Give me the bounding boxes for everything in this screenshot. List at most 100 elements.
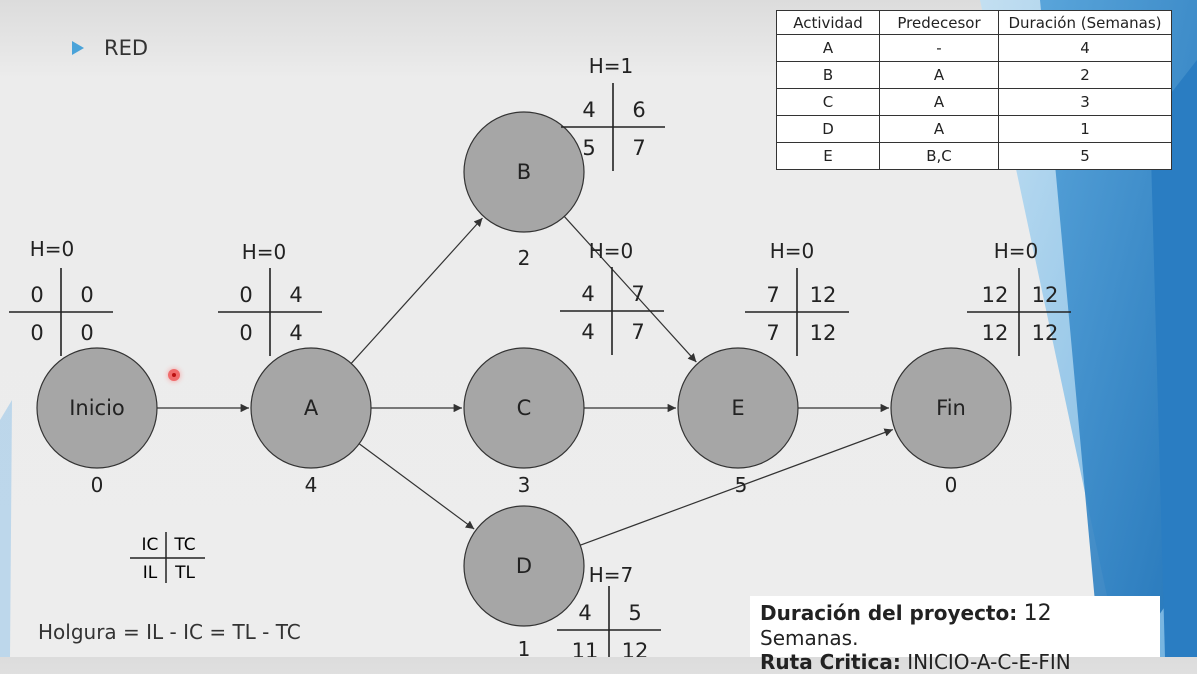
legend-tc: TC [173, 535, 195, 555]
node-label: Inicio [69, 396, 125, 420]
node-duration: 0 [91, 473, 104, 497]
table-cell: - [879, 34, 999, 62]
table-row: C A 3 [776, 88, 1172, 116]
node-tc: 12 [810, 283, 837, 307]
legend-ic: IC [142, 535, 159, 555]
node-duration: 3 [518, 473, 531, 497]
duration-unit: Semanas. [760, 626, 859, 650]
node-tc: 7 [631, 282, 644, 306]
node-duration: 1 [518, 637, 531, 657]
node-slack: H=0 [770, 239, 815, 263]
node-il: 12 [982, 321, 1009, 345]
node-label: A [304, 396, 319, 420]
duration-value: 12 [1023, 601, 1052, 626]
node-circle [250, 347, 372, 469]
node-d: D 1 H=7 4 5 11 12 [463, 505, 661, 657]
pointer-marker-icon [168, 369, 180, 381]
edge-b-e [563, 216, 697, 363]
node-e: E 5 H=0 7 12 7 12 [677, 239, 849, 497]
table-cell: 4 [998, 34, 1172, 62]
node-circle [463, 347, 585, 469]
node-tc: 4 [289, 283, 302, 307]
node-tl: 4 [289, 321, 302, 345]
node-circle [463, 505, 585, 627]
node-slack: H=0 [589, 239, 634, 263]
node-il: 7 [766, 321, 779, 345]
node-ic: 0 [239, 283, 252, 307]
critical-route-line: Ruta Critica: INICIO-A-C-E-FIN [760, 650, 1150, 674]
table-cell: A [879, 61, 999, 89]
node-tl: 12 [1032, 321, 1059, 345]
node-tl: 7 [631, 320, 644, 344]
table-header-cell: Predecesor [879, 10, 999, 35]
activity-table: Actividad Predecesor Duración (Semanas) … [776, 10, 1172, 170]
node-ic: 12 [982, 283, 1009, 307]
node-circle [677, 347, 799, 469]
slack-formula: Holgura = IL - IC = TL - TC [38, 620, 301, 644]
node-tc: 6 [632, 98, 645, 122]
edge-a-b [350, 217, 483, 364]
node-slack: H=0 [242, 240, 287, 264]
node-tl: 12 [622, 639, 649, 657]
node-il: 0 [239, 321, 252, 345]
node-duration: 2 [518, 246, 531, 270]
table-cell: 2 [998, 61, 1172, 89]
ic-tc-legend: IC TC IL TL [130, 532, 205, 583]
duration-label: Duración del proyecto: [760, 601, 1018, 625]
table-row: B A 2 [776, 61, 1172, 89]
node-ic: 0 [30, 283, 43, 307]
node-ic: 4 [581, 282, 594, 306]
node-duration: 0 [945, 473, 958, 497]
table-cell: 5 [998, 142, 1172, 170]
table-row: E B,C 5 [776, 142, 1172, 170]
node-il: 4 [581, 320, 594, 344]
table-cell: E [776, 142, 880, 170]
node-circle [36, 347, 158, 469]
legend-il: IL [143, 563, 158, 583]
table-header-cell: Actividad [776, 10, 880, 35]
table-header-row: Actividad Predecesor Duración (Semanas) [776, 10, 1172, 35]
slide-title: RED [104, 36, 149, 60]
node-ic: 4 [578, 601, 591, 625]
node-ic: 7 [766, 283, 779, 307]
bullet-triangle-icon [72, 41, 84, 55]
node-label: D [516, 554, 532, 578]
node-circle [463, 111, 585, 233]
node-tc: 5 [628, 601, 641, 625]
critical-route-value: INICIO-A-C-E-FIN [907, 650, 1071, 674]
node-label: C [517, 396, 532, 420]
node-tl: 12 [810, 321, 837, 345]
table-header-cell: Duración (Semanas) [998, 10, 1172, 35]
node-tc: 12 [1032, 283, 1059, 307]
node-slack: H=7 [589, 563, 634, 587]
node-slack: H=1 [589, 54, 634, 78]
node-tc: 0 [80, 283, 93, 307]
table-row: A - 4 [776, 34, 1172, 62]
node-tl: 7 [632, 136, 645, 160]
node-fin: Fin 0 H=0 12 12 12 12 [890, 239, 1071, 497]
node-ic: 4 [582, 98, 595, 122]
node-circle [890, 347, 1012, 469]
node-il: 0 [30, 321, 43, 345]
node-il: 11 [572, 639, 599, 657]
title-bullet: RED [72, 36, 148, 60]
legend-tl: TL [174, 563, 195, 583]
edge-a-d [358, 443, 475, 530]
node-tl: 0 [80, 321, 93, 345]
node-il: 5 [582, 136, 595, 160]
node-duration: 5 [735, 473, 748, 497]
node-c: C 3 H=0 4 7 4 7 [463, 239, 664, 497]
table-cell: 3 [998, 88, 1172, 116]
table-cell: B,C [879, 142, 999, 170]
node-slack: H=0 [994, 239, 1039, 263]
node-label: E [731, 396, 744, 420]
node-label: Fin [936, 396, 966, 420]
project-summary-box: Duración del proyecto: 12 Semanas. Ruta … [750, 596, 1160, 674]
node-slack: H=0 [30, 237, 75, 261]
duration-line: Duración del proyecto: 12 Semanas. [760, 601, 1150, 650]
